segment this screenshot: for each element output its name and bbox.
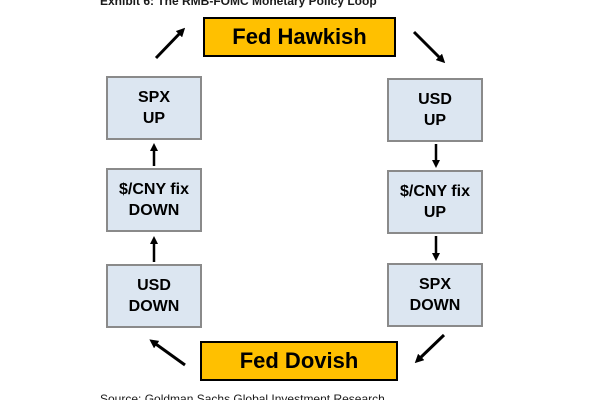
node-label-line2: UP [423, 112, 447, 129]
node-label-line1: SPX [418, 276, 451, 293]
node-label-line1: USD [418, 91, 452, 108]
node-label-line2: DOWN [409, 297, 461, 314]
diagram-title: Exhibit 6: The RMB-FOMC Monetary Policy … [100, 0, 377, 8]
node-label-line2: UP [423, 204, 447, 221]
arrow-spx-down-to-fed-dovish [414, 333, 446, 364]
usd-down-node: USD DOWN [106, 264, 202, 328]
cny-fix-up-node: $/CNY fix UP [387, 170, 483, 234]
spx-down-node: SPX DOWN [387, 263, 483, 327]
arrow-fed-dovish-to-usd-down [149, 339, 186, 367]
node-label-line2: UP [142, 110, 166, 127]
node-label-line1: $/CNY fix [119, 181, 189, 198]
node-label-line1: $/CNY fix [400, 183, 470, 200]
usd-up-node: USD UP [387, 78, 483, 142]
spx-up-node: SPX UP [106, 76, 202, 140]
node-label-line1: USD [137, 277, 171, 294]
source-note: Source: Goldman Sachs Global Investment … [100, 392, 385, 400]
node-label-line2: DOWN [128, 202, 180, 219]
node-label-line1: SPX [137, 89, 170, 106]
arrow-spx-up-to-fed-hawkish [154, 27, 186, 60]
node-label-line2: DOWN [128, 298, 180, 315]
fed-hawkish-node: Fed Hawkish [203, 17, 396, 57]
arrow-fed-hawkish-to-usd-up [412, 30, 446, 64]
fed-dovish-node: Fed Dovish [200, 341, 398, 381]
cny-fix-down-node: $/CNY fix DOWN [106, 168, 202, 232]
